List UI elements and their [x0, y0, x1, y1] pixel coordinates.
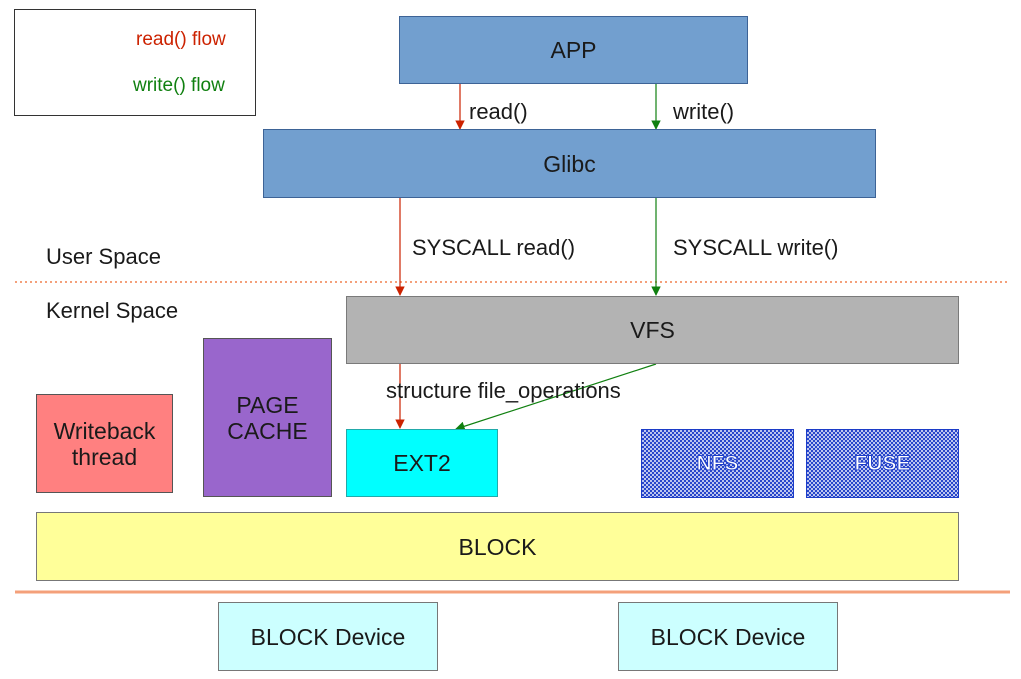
write-edge-label: write()	[673, 99, 735, 124]
syscall-write-label: SYSCALL write()	[673, 235, 839, 260]
page-cache-box: PAGE CACHE	[203, 338, 332, 497]
nfs-label-wrap: NFS	[641, 429, 794, 498]
ext2-box: EXT2	[346, 429, 498, 497]
fuse-label: FUSE	[854, 451, 911, 475]
nfs-label: NFS	[696, 451, 739, 475]
vfs-label: VFS	[630, 317, 675, 343]
app-label: APP	[550, 37, 597, 63]
file-ops-label: structure file_operations	[386, 378, 621, 403]
legend-write-label: write() flow	[133, 75, 225, 96]
block-label: BLOCK	[458, 533, 537, 560]
block-device-box-1: BLOCK Device	[218, 602, 438, 671]
fuse-label-wrap: FUSE	[806, 429, 959, 498]
block-device-label-2: BLOCK Device	[650, 623, 806, 650]
legend: read() flow write() flow	[14, 9, 256, 116]
fuse-box	[806, 429, 959, 498]
glibc-box: Glibc	[263, 129, 876, 198]
vfs-box: VFS	[346, 296, 959, 364]
kernel-space-label: Kernel Space	[46, 298, 179, 323]
glibc-label: Glibc	[543, 150, 596, 177]
syscall-read-label: SYSCALL read()	[412, 235, 576, 260]
page-cache-label: PAGE CACHE	[227, 392, 308, 444]
app-box: APP	[399, 16, 748, 84]
nfs-box	[641, 429, 794, 498]
read-edge-label: read()	[469, 99, 528, 124]
user-space-label: User Space	[46, 244, 161, 269]
writeback-label: Writeback thread	[53, 417, 156, 470]
vfs-ext2-write-arrow	[455, 363, 657, 431]
ext2-label: EXT2	[393, 450, 451, 476]
block-box: BLOCK	[36, 512, 959, 581]
writeback-box: Writeback thread	[36, 394, 173, 493]
block-device-label-1: BLOCK Device	[250, 623, 406, 650]
block-device-box-2: BLOCK Device	[618, 602, 838, 671]
legend-read-label: read() flow	[136, 29, 226, 50]
